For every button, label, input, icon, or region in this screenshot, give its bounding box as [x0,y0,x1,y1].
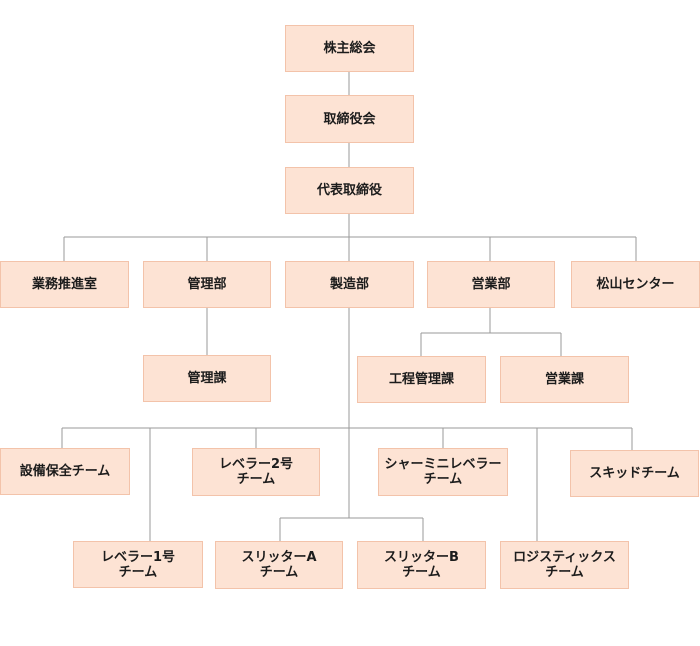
matsuyama-center-node[interactable]: 松山センター [571,261,700,308]
manufacturing-department-node[interactable]: 製造部 [285,261,414,308]
equipment-maintenance-team-node[interactable]: 設備保全チーム [0,448,130,495]
representative-director-node[interactable]: 代表取締役 [285,167,414,214]
shear-mini-leveler-team-node[interactable]: シャーミニレベラー チーム [378,448,508,496]
business-promotion-office-node[interactable]: 業務推進室 [0,261,129,308]
leveler-2-team-node[interactable]: レベラー2号 チーム [192,448,320,496]
management-section-node[interactable]: 管理課 [143,355,271,402]
sales-department-node[interactable]: 営業部 [427,261,555,308]
slitter-a-team-node[interactable]: スリッターA チーム [215,541,343,589]
leveler-1-team-node[interactable]: レベラー1号 チーム [73,541,203,588]
logistics-team-node[interactable]: ロジスティックス チーム [500,541,629,589]
skid-team-node[interactable]: スキッドチーム [570,450,699,497]
shareholders-meeting-node[interactable]: 株主総会 [285,25,414,72]
management-department-node[interactable]: 管理部 [143,261,271,308]
slitter-b-team-node[interactable]: スリッターB チーム [357,541,486,589]
process-management-section-node[interactable]: 工程管理課 [357,356,486,403]
sales-section-node[interactable]: 営業課 [500,356,629,403]
board-of-directors-node[interactable]: 取締役会 [285,95,414,143]
